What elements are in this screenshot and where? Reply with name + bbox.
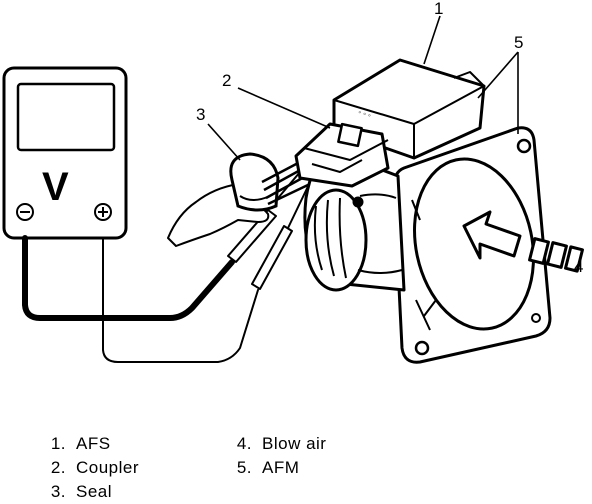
callout-2: 2: [222, 71, 231, 90]
voltmeter-display: [16, 82, 116, 152]
legend-item-afs: 1.AFS: [50, 434, 111, 453]
voltmeter: V: [2, 66, 128, 240]
voltage-check-diagram: V: [2, 0, 584, 364]
legend-item-coupler: 2.Coupler: [50, 458, 140, 477]
seal: [229, 152, 311, 212]
svg-text:◦ ◦ ◦: ◦ ◦ ◦: [357, 107, 372, 120]
legend-left: 1.AFS 2.Coupler 3.Seal: [36, 432, 139, 504]
legend-item-afm: 5.AFM: [236, 458, 300, 477]
callout-4: 4: [574, 257, 583, 276]
test-leads: [22, 171, 313, 363]
coupler: [294, 122, 390, 188]
positive-terminal: [94, 203, 112, 221]
voltmeter-unit-label: V: [42, 165, 69, 209]
callout-1: 1: [434, 0, 443, 18]
negative-terminal: [16, 203, 34, 221]
callout-5: 5: [514, 33, 523, 52]
voltmeter-body: [2, 66, 128, 240]
arrow-head: [462, 210, 522, 260]
callout-3: 3: [196, 105, 205, 124]
negative-lead: [22, 235, 235, 321]
legend-right: 4.Blow air 5.AFM: [222, 432, 326, 480]
legend-item-seal: 3.Seal: [50, 482, 113, 501]
blow-air-arrow: [462, 210, 584, 273]
positive-lead: [102, 237, 259, 363]
leader-lines: [207, 15, 519, 161]
legend-item-blow-air: 4.Blow air: [236, 434, 327, 453]
